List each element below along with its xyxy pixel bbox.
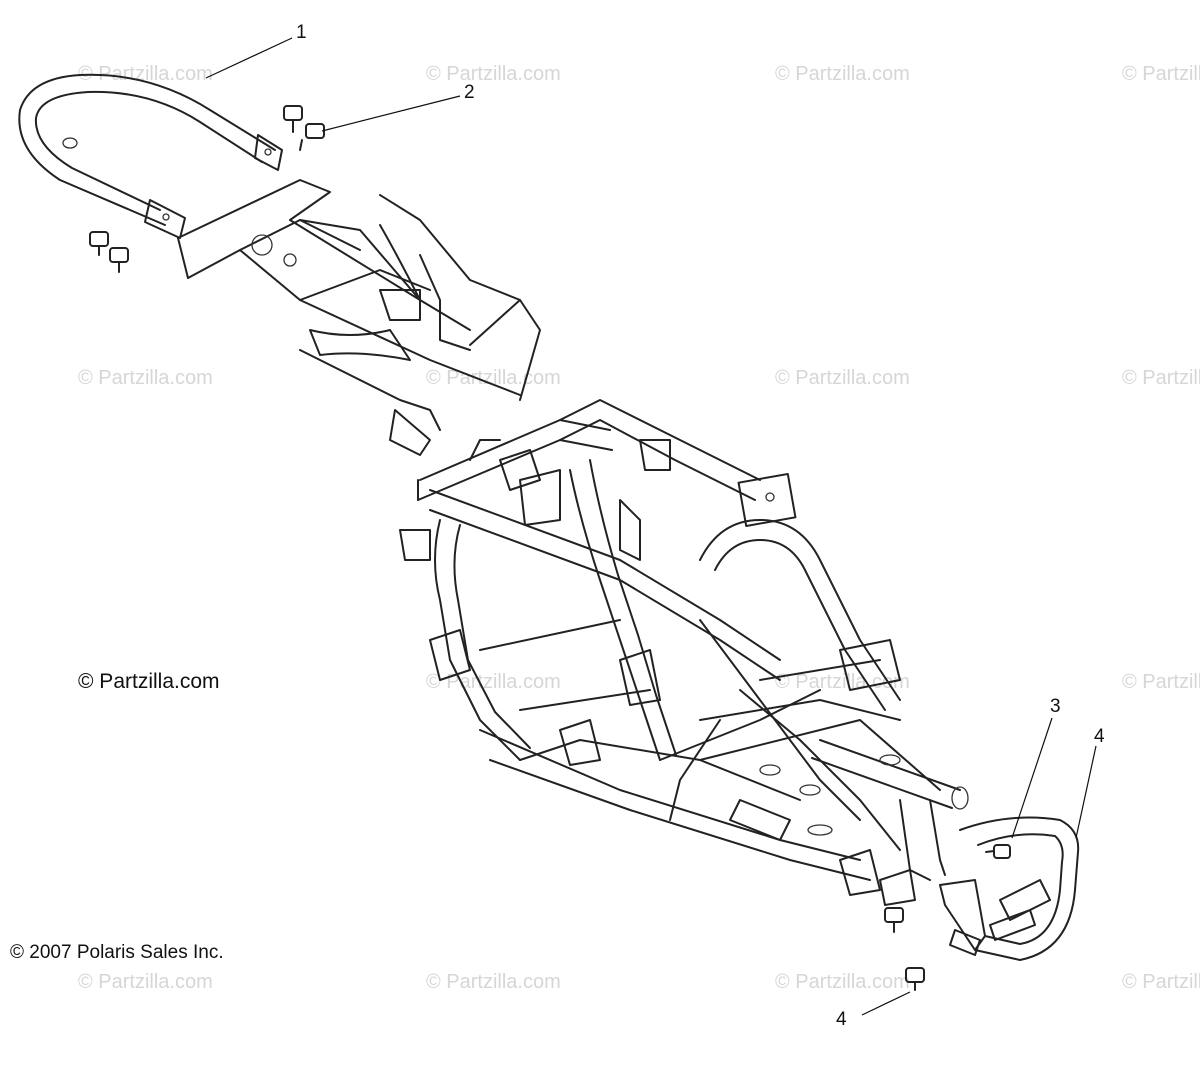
copyright-site: © Partzilla.com xyxy=(78,670,220,693)
watermark: © Partzilla.com xyxy=(1122,671,1200,693)
watermark: © Partzilla.com xyxy=(426,671,561,693)
watermark: © Partzilla.com xyxy=(1122,971,1200,993)
watermark: © Partzilla.com xyxy=(775,63,910,85)
bolt-icon xyxy=(985,844,1011,859)
bolt-icon xyxy=(109,247,129,273)
callout-2: 2 xyxy=(464,82,475,103)
bolts-front xyxy=(884,844,1011,991)
callout-1: 1 xyxy=(296,22,307,43)
watermark: © Partzilla.com xyxy=(78,971,213,993)
watermark: © Partzilla.com xyxy=(426,63,561,85)
callout-3: 3 xyxy=(1050,696,1061,717)
front-bumper xyxy=(939,816,1080,961)
bolt-icon xyxy=(89,231,109,256)
watermark-grid: © Partzilla.com © Partzilla.com © Partzi… xyxy=(78,63,1200,993)
bolt-icon xyxy=(299,123,325,151)
rear-grab-bar xyxy=(18,73,283,239)
rear-subframe xyxy=(177,179,541,456)
copyright-polaris: © 2007 Polaris Sales Inc. xyxy=(10,942,224,963)
watermark: © Partzilla.com xyxy=(775,971,910,993)
watermark: © Partzilla.com xyxy=(78,63,213,85)
bolt-icon xyxy=(884,907,904,933)
callouts: 1 2 3 4 4 xyxy=(296,22,1105,1030)
watermark: © Partzilla.com xyxy=(78,367,213,389)
callout-4-lower: 4 xyxy=(836,1009,847,1030)
leader-lines xyxy=(205,37,1097,1016)
bolt-icon xyxy=(283,105,303,133)
watermark: © Partzilla.com xyxy=(775,671,910,693)
callout-4: 4 xyxy=(1094,726,1105,747)
bolts-upper xyxy=(89,105,325,273)
watermark: © Partzilla.com xyxy=(1122,367,1200,389)
bolt-icon xyxy=(905,967,925,991)
watermark: © Partzilla.com xyxy=(426,971,561,993)
main-frame xyxy=(399,399,969,906)
watermark: © Partzilla.com xyxy=(775,367,910,389)
watermark: © Partzilla.com xyxy=(1122,63,1200,85)
